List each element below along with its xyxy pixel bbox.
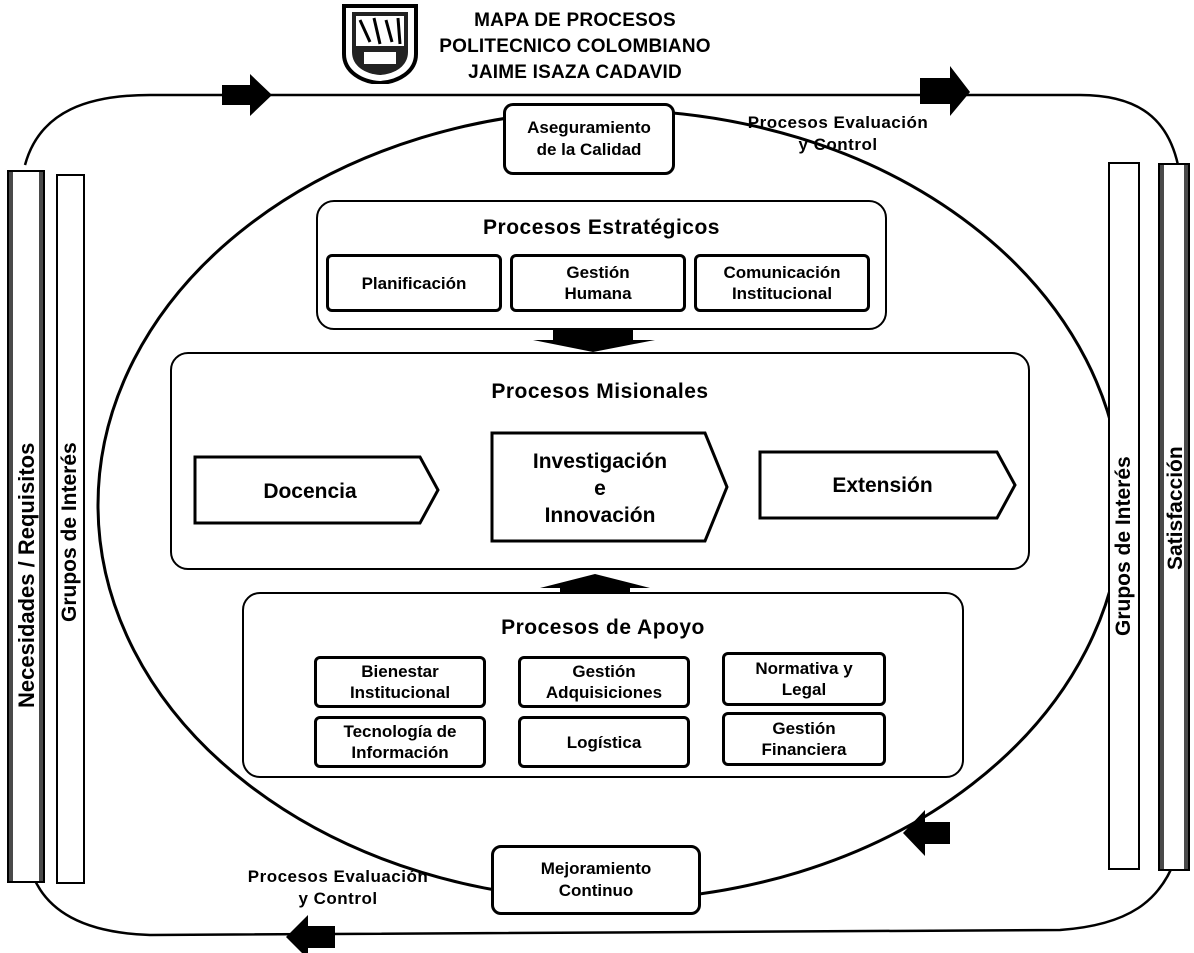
missional-item-extension: Extensión xyxy=(832,473,933,497)
satisfaction-band xyxy=(1158,163,1190,871)
satisfaction-label: Satisfacción xyxy=(1164,446,1187,570)
support-item-logistics: Logística xyxy=(518,716,690,768)
strategic-item-human-management: Gestión Humana xyxy=(510,254,686,312)
strategic-title: Procesos Estratégicos xyxy=(483,216,720,239)
down-arrow xyxy=(533,330,655,352)
chevron-research xyxy=(490,431,729,543)
strategic-item-communication: Comunicación Institucional xyxy=(694,254,870,312)
page-title: MAPA DE PROCESOS POLITECNICO COLOMBIANO … xyxy=(410,8,740,86)
right-stakeholders-band xyxy=(1108,162,1140,870)
support-item-finance: Gestión Financiera xyxy=(722,712,886,766)
needs-requirements-band xyxy=(7,170,45,883)
missional-title: Procesos Misionales xyxy=(491,380,709,403)
support-item-legal: Normativa y Legal xyxy=(722,652,886,706)
title-line-1: MAPA DE PROCESOS xyxy=(474,10,676,31)
top-left-arrow xyxy=(222,74,272,116)
strategic-item-planning: Planificación xyxy=(326,254,502,312)
support-item-acquisitions: Gestión Adquisiciones xyxy=(518,656,690,708)
needs-requirements-label: Necesidades / Requisitos xyxy=(14,442,39,708)
missional-item-teaching: Docencia xyxy=(263,479,357,503)
title-line-2: POLITECNICO COLOMBIANO xyxy=(439,36,711,57)
support-title: Procesos de Apoyo xyxy=(501,616,705,639)
bottom-flow-line xyxy=(26,859,1177,937)
chevron-teaching xyxy=(193,455,440,525)
bottom-left-arrow xyxy=(286,915,335,953)
quality-assurance-box: Aseguramiento de la Calidad xyxy=(503,103,675,175)
title-line-3: JAIME ISAZA CADAVID xyxy=(468,62,682,83)
right-stakeholders-label: Grupos de Interés xyxy=(1112,456,1135,636)
logo-seal xyxy=(340,2,420,86)
strategic-processes-group: Procesos Estratégicos Planificación Gest… xyxy=(316,200,887,330)
left-stakeholders-label: Grupos de Interés xyxy=(58,442,81,622)
support-item-welfare: Bienestar Institucional xyxy=(314,656,486,708)
top-flow-line xyxy=(23,93,1180,166)
support-processes-group: Procesos de Apoyo Bienestar Instituciona… xyxy=(242,592,964,778)
top-right-arrow xyxy=(920,66,970,116)
evaluation-control-top-label: Procesos Evaluación y Control xyxy=(747,113,929,154)
support-item-information-technology: Tecnología de Información xyxy=(314,716,486,768)
left-stakeholders-band xyxy=(56,174,85,884)
missional-item-research: Investigación e Innovación xyxy=(532,449,668,527)
bottom-right-arrow xyxy=(903,810,950,856)
up-arrow xyxy=(540,574,650,596)
continuous-improvement-box: Mejoramiento Continuo xyxy=(491,845,701,915)
evaluation-control-bottom-label: Procesos Evaluación y Control xyxy=(247,867,429,908)
chevron-extension xyxy=(758,450,1017,520)
